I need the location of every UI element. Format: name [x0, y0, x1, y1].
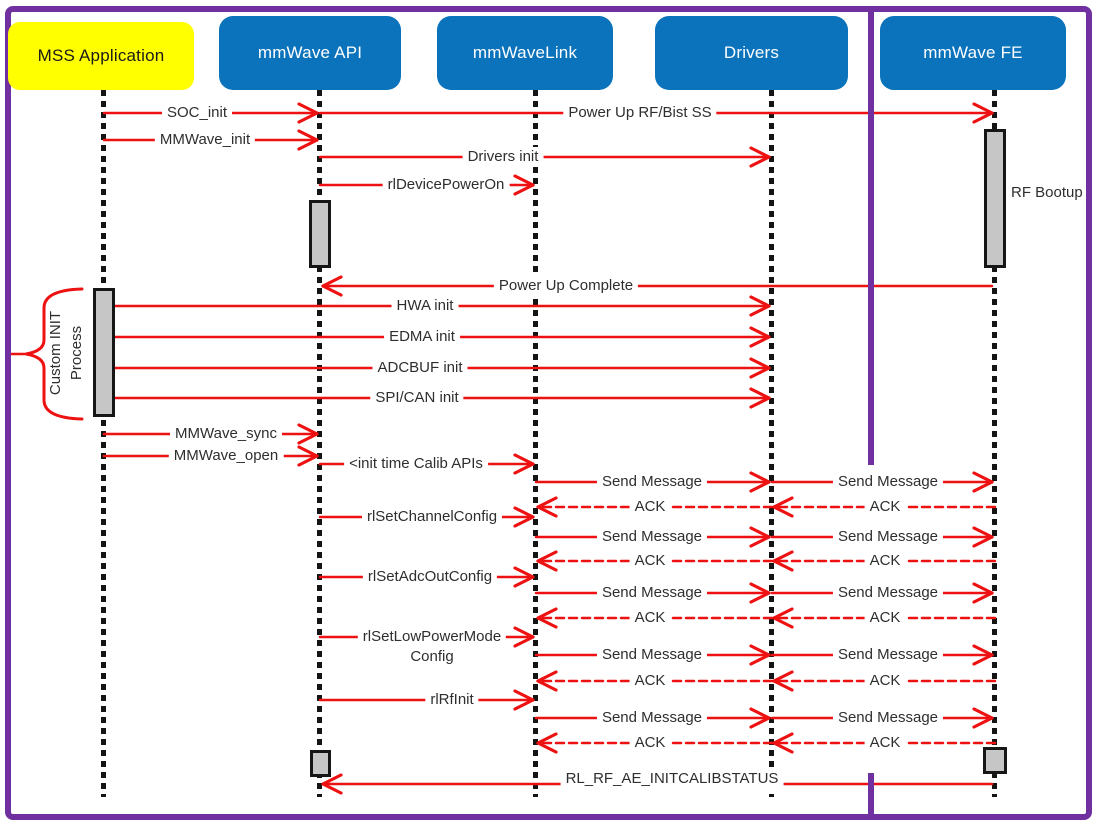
message-arrow	[772, 670, 794, 683]
message-arrow	[972, 102, 994, 115]
message-arrow	[972, 526, 994, 539]
message-arrow	[513, 626, 535, 639]
message-arrow	[749, 396, 771, 409]
message-arrow	[536, 559, 558, 572]
message-arrow	[297, 129, 319, 142]
message-arrow	[536, 732, 558, 745]
message-arrow	[536, 670, 558, 683]
message-arrow	[749, 644, 771, 657]
message-arrow	[772, 732, 794, 745]
lifeline-mmwavelink	[533, 90, 538, 797]
message-arrow	[297, 102, 319, 115]
message-arrow	[749, 582, 771, 595]
actor-mmwave-fe: mmWave FE	[880, 16, 1066, 90]
message-arrow	[513, 462, 535, 475]
message-arrow	[772, 505, 794, 518]
message-arrow	[321, 773, 343, 786]
message-arrow	[513, 698, 535, 711]
message-arrow	[536, 550, 558, 563]
custom-init-label-line2: Process	[68, 325, 85, 381]
rf-bootup-label: RF Bootup	[1009, 184, 1085, 201]
message-arrow	[297, 445, 319, 458]
message-arrow	[749, 535, 771, 548]
message-arrow	[536, 607, 558, 620]
message-arrow	[972, 480, 994, 493]
message-arrow	[297, 454, 319, 467]
message-arrow	[749, 707, 771, 720]
message-arrow	[772, 607, 794, 620]
message-arrow	[749, 653, 771, 666]
message-arrow	[749, 366, 771, 379]
message-arrow	[513, 183, 535, 196]
actor-mss-application: MSS Application	[8, 22, 194, 90]
actor-drivers: Drivers	[655, 16, 848, 90]
message-arrow	[513, 635, 535, 648]
message-arrow	[972, 111, 994, 124]
message-arrow	[772, 550, 794, 563]
lifeline-mmwave-api	[317, 90, 322, 797]
message-arrow	[321, 782, 343, 795]
activation-mmwave-api-bottom	[310, 750, 331, 777]
message-arrow	[513, 506, 535, 519]
message-arrow	[772, 679, 794, 692]
message-arrow	[972, 707, 994, 720]
message-arrow	[972, 471, 994, 484]
message-arrow	[749, 591, 771, 604]
activation-mmwave-api-init	[309, 200, 331, 268]
message-arrow	[749, 155, 771, 168]
message-arrow	[536, 505, 558, 518]
activation-mss-custom-init	[93, 288, 115, 417]
custom-init-label-line1: Custom INIT	[47, 310, 64, 396]
message-arrow	[972, 535, 994, 548]
message-arrow	[972, 653, 994, 666]
message-arrow	[972, 591, 994, 604]
message-arrow	[772, 559, 794, 572]
actor-mmwavelink: mmWaveLink	[437, 16, 613, 90]
message-arrow	[749, 480, 771, 493]
message-arrow	[772, 741, 794, 754]
lifeline-mmwave-fe	[992, 90, 997, 797]
fe-panel-divider-bottom	[868, 773, 874, 820]
message-arrow	[749, 471, 771, 484]
activation-mmwave-fe-rf-bootup	[984, 129, 1006, 268]
message-arrow	[772, 496, 794, 509]
message-arrow	[513, 575, 535, 588]
message-arrow	[513, 174, 535, 187]
message-arrow	[772, 616, 794, 629]
message-arrow	[749, 335, 771, 348]
lifeline-drivers	[769, 90, 774, 797]
message-arrow	[749, 146, 771, 159]
message-arrow	[536, 741, 558, 754]
message-arrow	[536, 496, 558, 509]
message-arrow	[536, 616, 558, 629]
message-arrow	[972, 582, 994, 595]
message-arrow	[749, 357, 771, 370]
lifeline-mss-application	[101, 90, 106, 797]
message-arrow	[749, 295, 771, 308]
fe-panel-divider-top	[868, 6, 874, 465]
message-arrow	[972, 644, 994, 657]
message-arrow	[297, 423, 319, 436]
message-arrow	[513, 453, 535, 466]
actor-mmwave-api: mmWave API	[219, 16, 401, 90]
activation-mmwave-fe-bottom	[983, 747, 1007, 774]
message-arrow	[297, 138, 319, 151]
custom-init-label: Custom INIT Process	[45, 273, 89, 433]
message-arrow	[297, 432, 319, 445]
message-arrow	[321, 284, 343, 297]
message-arrow	[297, 111, 319, 124]
message-arrow	[749, 304, 771, 317]
message-arrow	[513, 689, 535, 702]
message-arrow	[513, 515, 535, 528]
message-arrow	[513, 566, 535, 579]
message-arrow	[749, 387, 771, 400]
message-arrow	[749, 716, 771, 729]
message-arrow	[749, 526, 771, 539]
message-arrow	[536, 679, 558, 692]
message-arrow	[749, 326, 771, 339]
message-arrow	[972, 716, 994, 729]
message-arrow	[321, 275, 343, 288]
